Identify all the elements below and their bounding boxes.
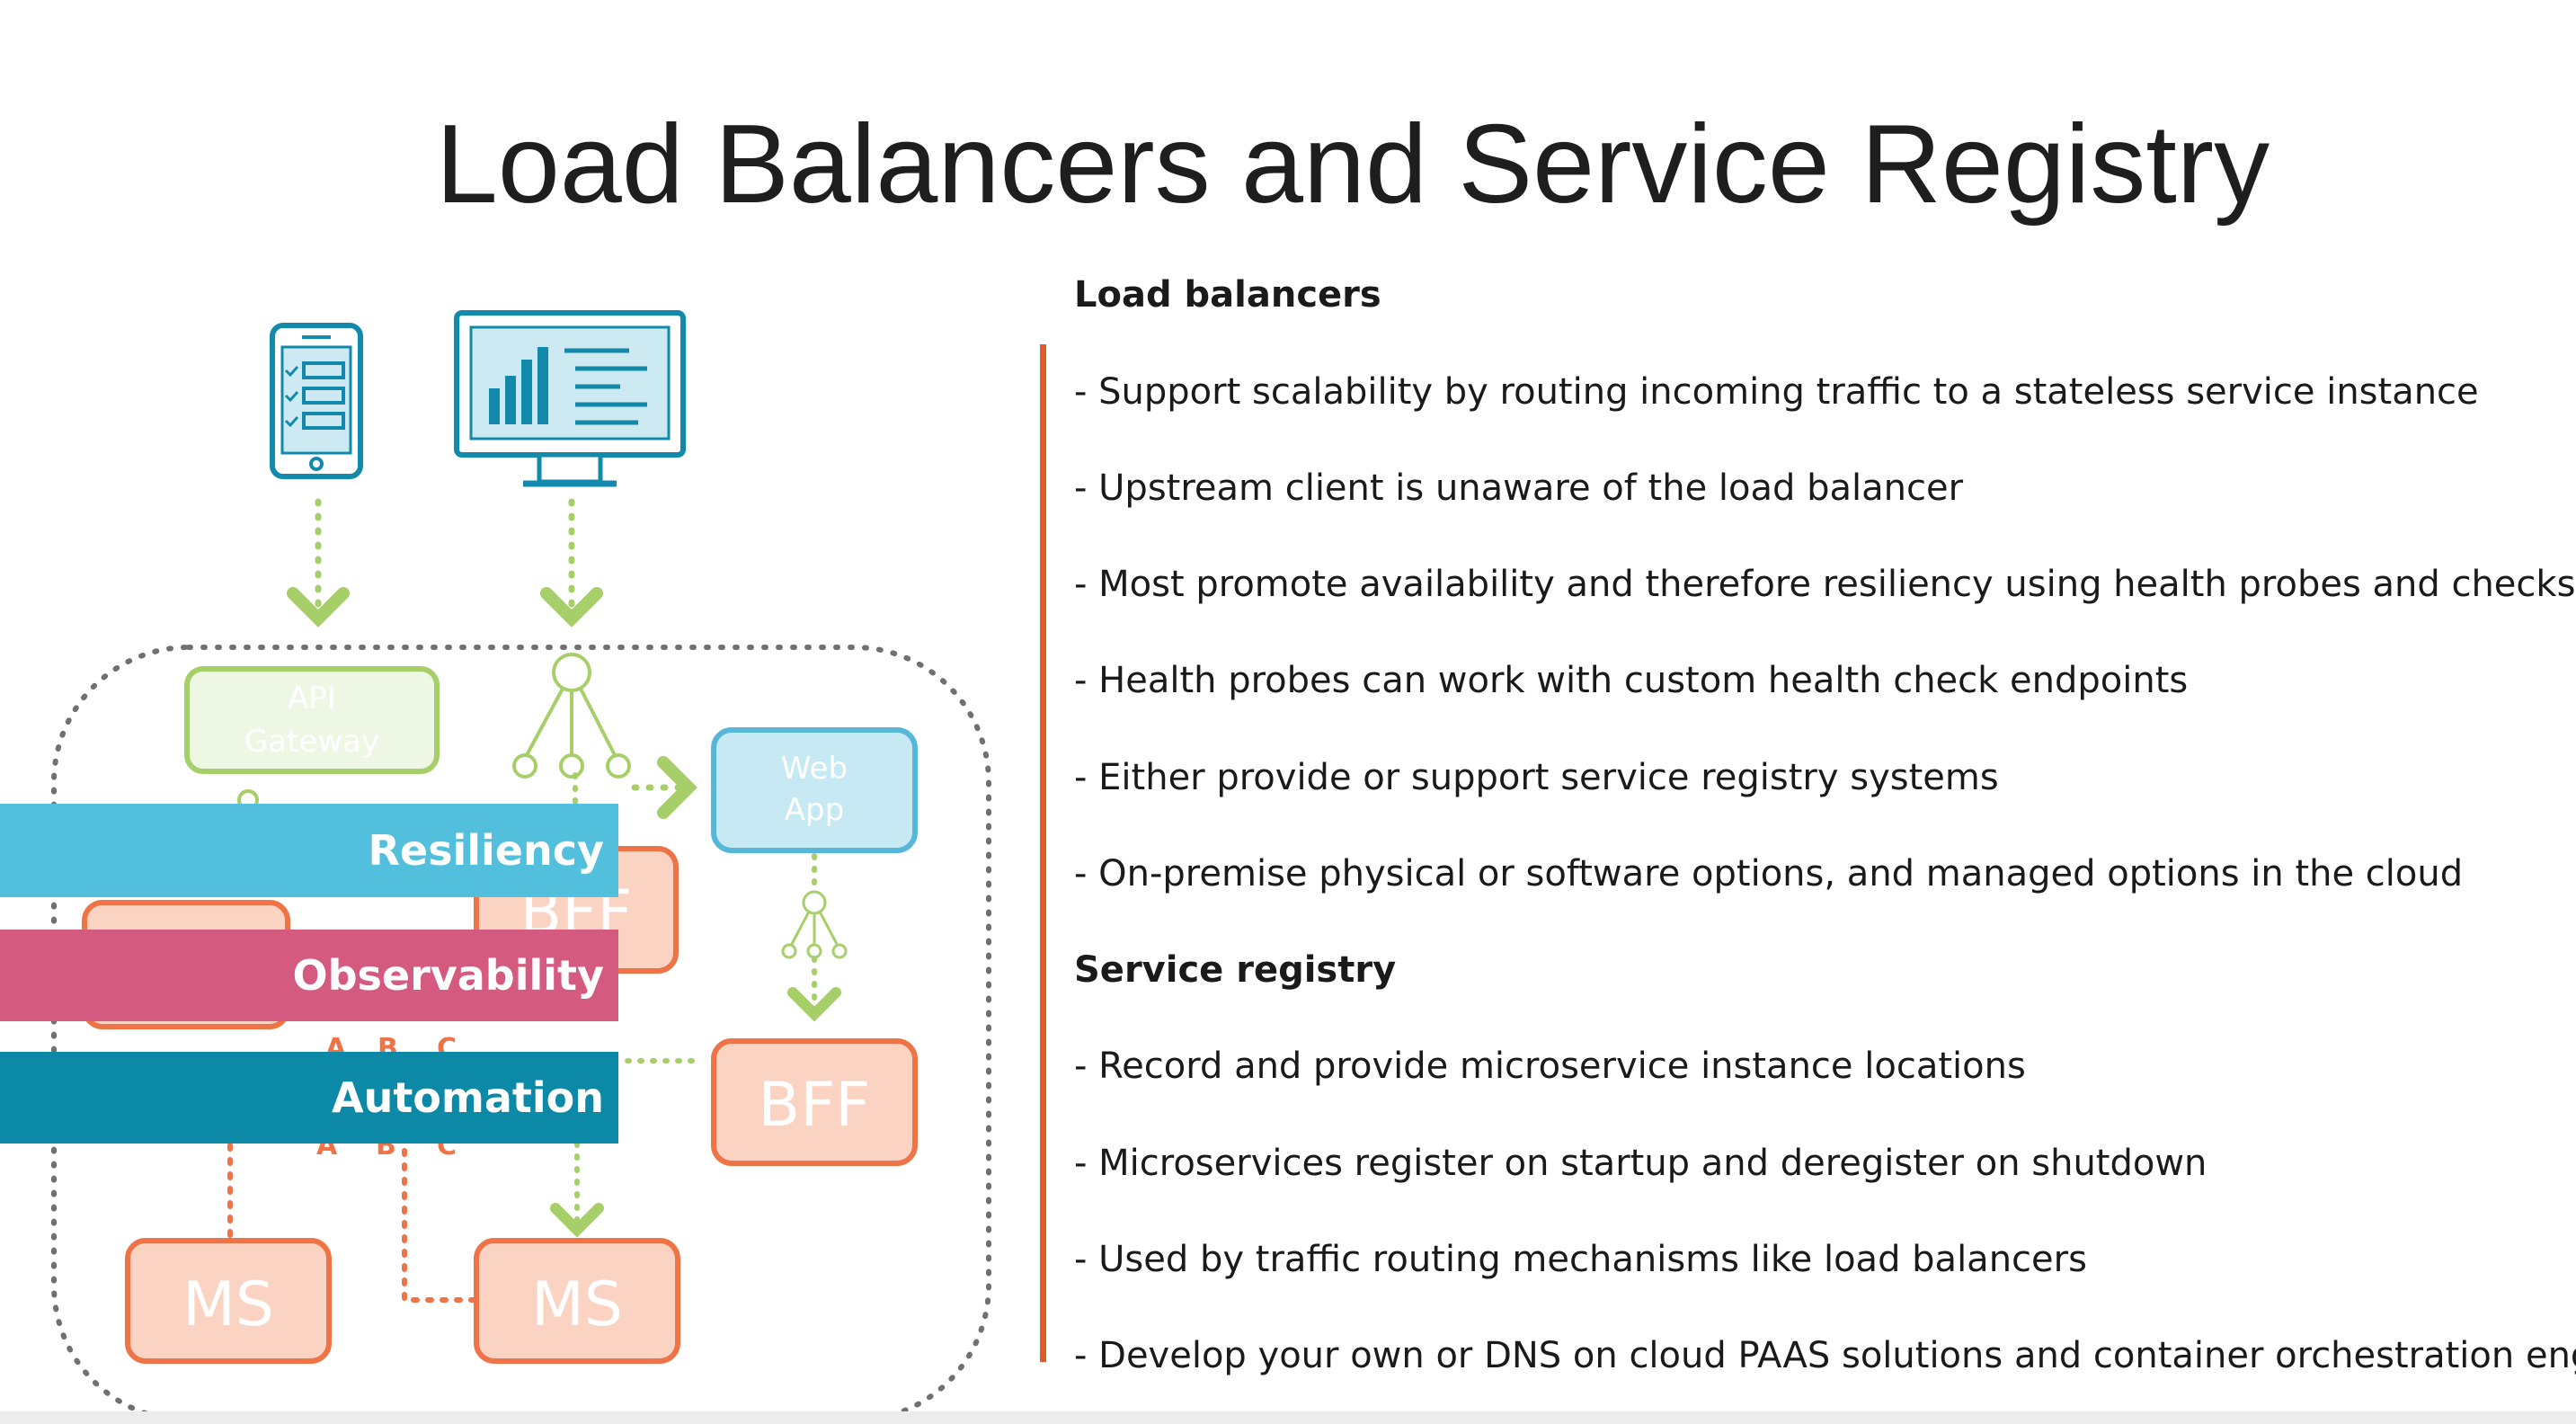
automation-label: Automation <box>332 1073 604 1122</box>
ms-right-label: MS <box>531 1269 623 1340</box>
bff-right-node: BFF <box>711 1038 918 1166</box>
ms-right-node: MS <box>474 1238 680 1364</box>
slide-title: Load Balancers and Service Registry <box>435 102 2270 227</box>
api-gateway-label-line2: Gateway <box>244 724 379 760</box>
lb-bullet-5: - Either provide or support service regi… <box>1074 757 1999 798</box>
architecture-diagram: API Gateway Web App BFF BFF <box>0 310 991 1423</box>
vertical-divider <box>1040 344 1046 1362</box>
lb-bullet-2: - Upstream client is unaware of the load… <box>1074 467 1964 509</box>
automation-band: Automation <box>0 1052 618 1144</box>
load-balancers-heading: Load balancers <box>1074 274 1381 316</box>
observability-band: Observability <box>0 930 618 1021</box>
service-registry-heading: Service registry <box>1074 949 1397 991</box>
ms-left-node: MS <box>125 1238 332 1364</box>
load-balancer-icon <box>512 653 631 779</box>
web-app-label-line1: Web <box>781 751 848 787</box>
lb-bullet-3: - Most promote availability and therefor… <box>1074 564 2576 605</box>
lb-bullet-4: - Health probes can work with custom hea… <box>1074 660 2189 701</box>
sr-bullet-1: - Record and provide microservice instan… <box>1074 1046 2026 1087</box>
lb-bullet-1: - Support scalability by routing incomin… <box>1074 371 2479 413</box>
sr-bullet-2: - Microservices register on startup and … <box>1074 1143 2207 1184</box>
sr-bullet-4: - Develop your own or DNS on cloud PAAS … <box>1074 1335 2576 1376</box>
sr-bullet-3: - Used by traffic routing mechanisms lik… <box>1074 1239 2087 1280</box>
resiliency-label: Resiliency <box>368 826 604 875</box>
bff-right-label: BFF <box>759 1070 871 1141</box>
mobile-phone-icon <box>270 323 363 479</box>
resiliency-band: Resiliency <box>0 804 618 897</box>
api-gateway-label-line1: API <box>288 681 336 716</box>
lb-bullet-6: - On-premise physical or software option… <box>1074 853 2464 894</box>
observability-label: Observability <box>292 951 604 1000</box>
bottom-strip <box>0 1411 2576 1424</box>
web-app-label-line2: App <box>785 792 844 828</box>
desktop-monitor-icon <box>454 310 686 487</box>
api-gateway-node: API Gateway <box>184 666 440 774</box>
small-load-balancer-icon <box>781 890 848 959</box>
ms-left-label: MS <box>182 1269 274 1340</box>
web-app-node: Web App <box>711 727 918 853</box>
